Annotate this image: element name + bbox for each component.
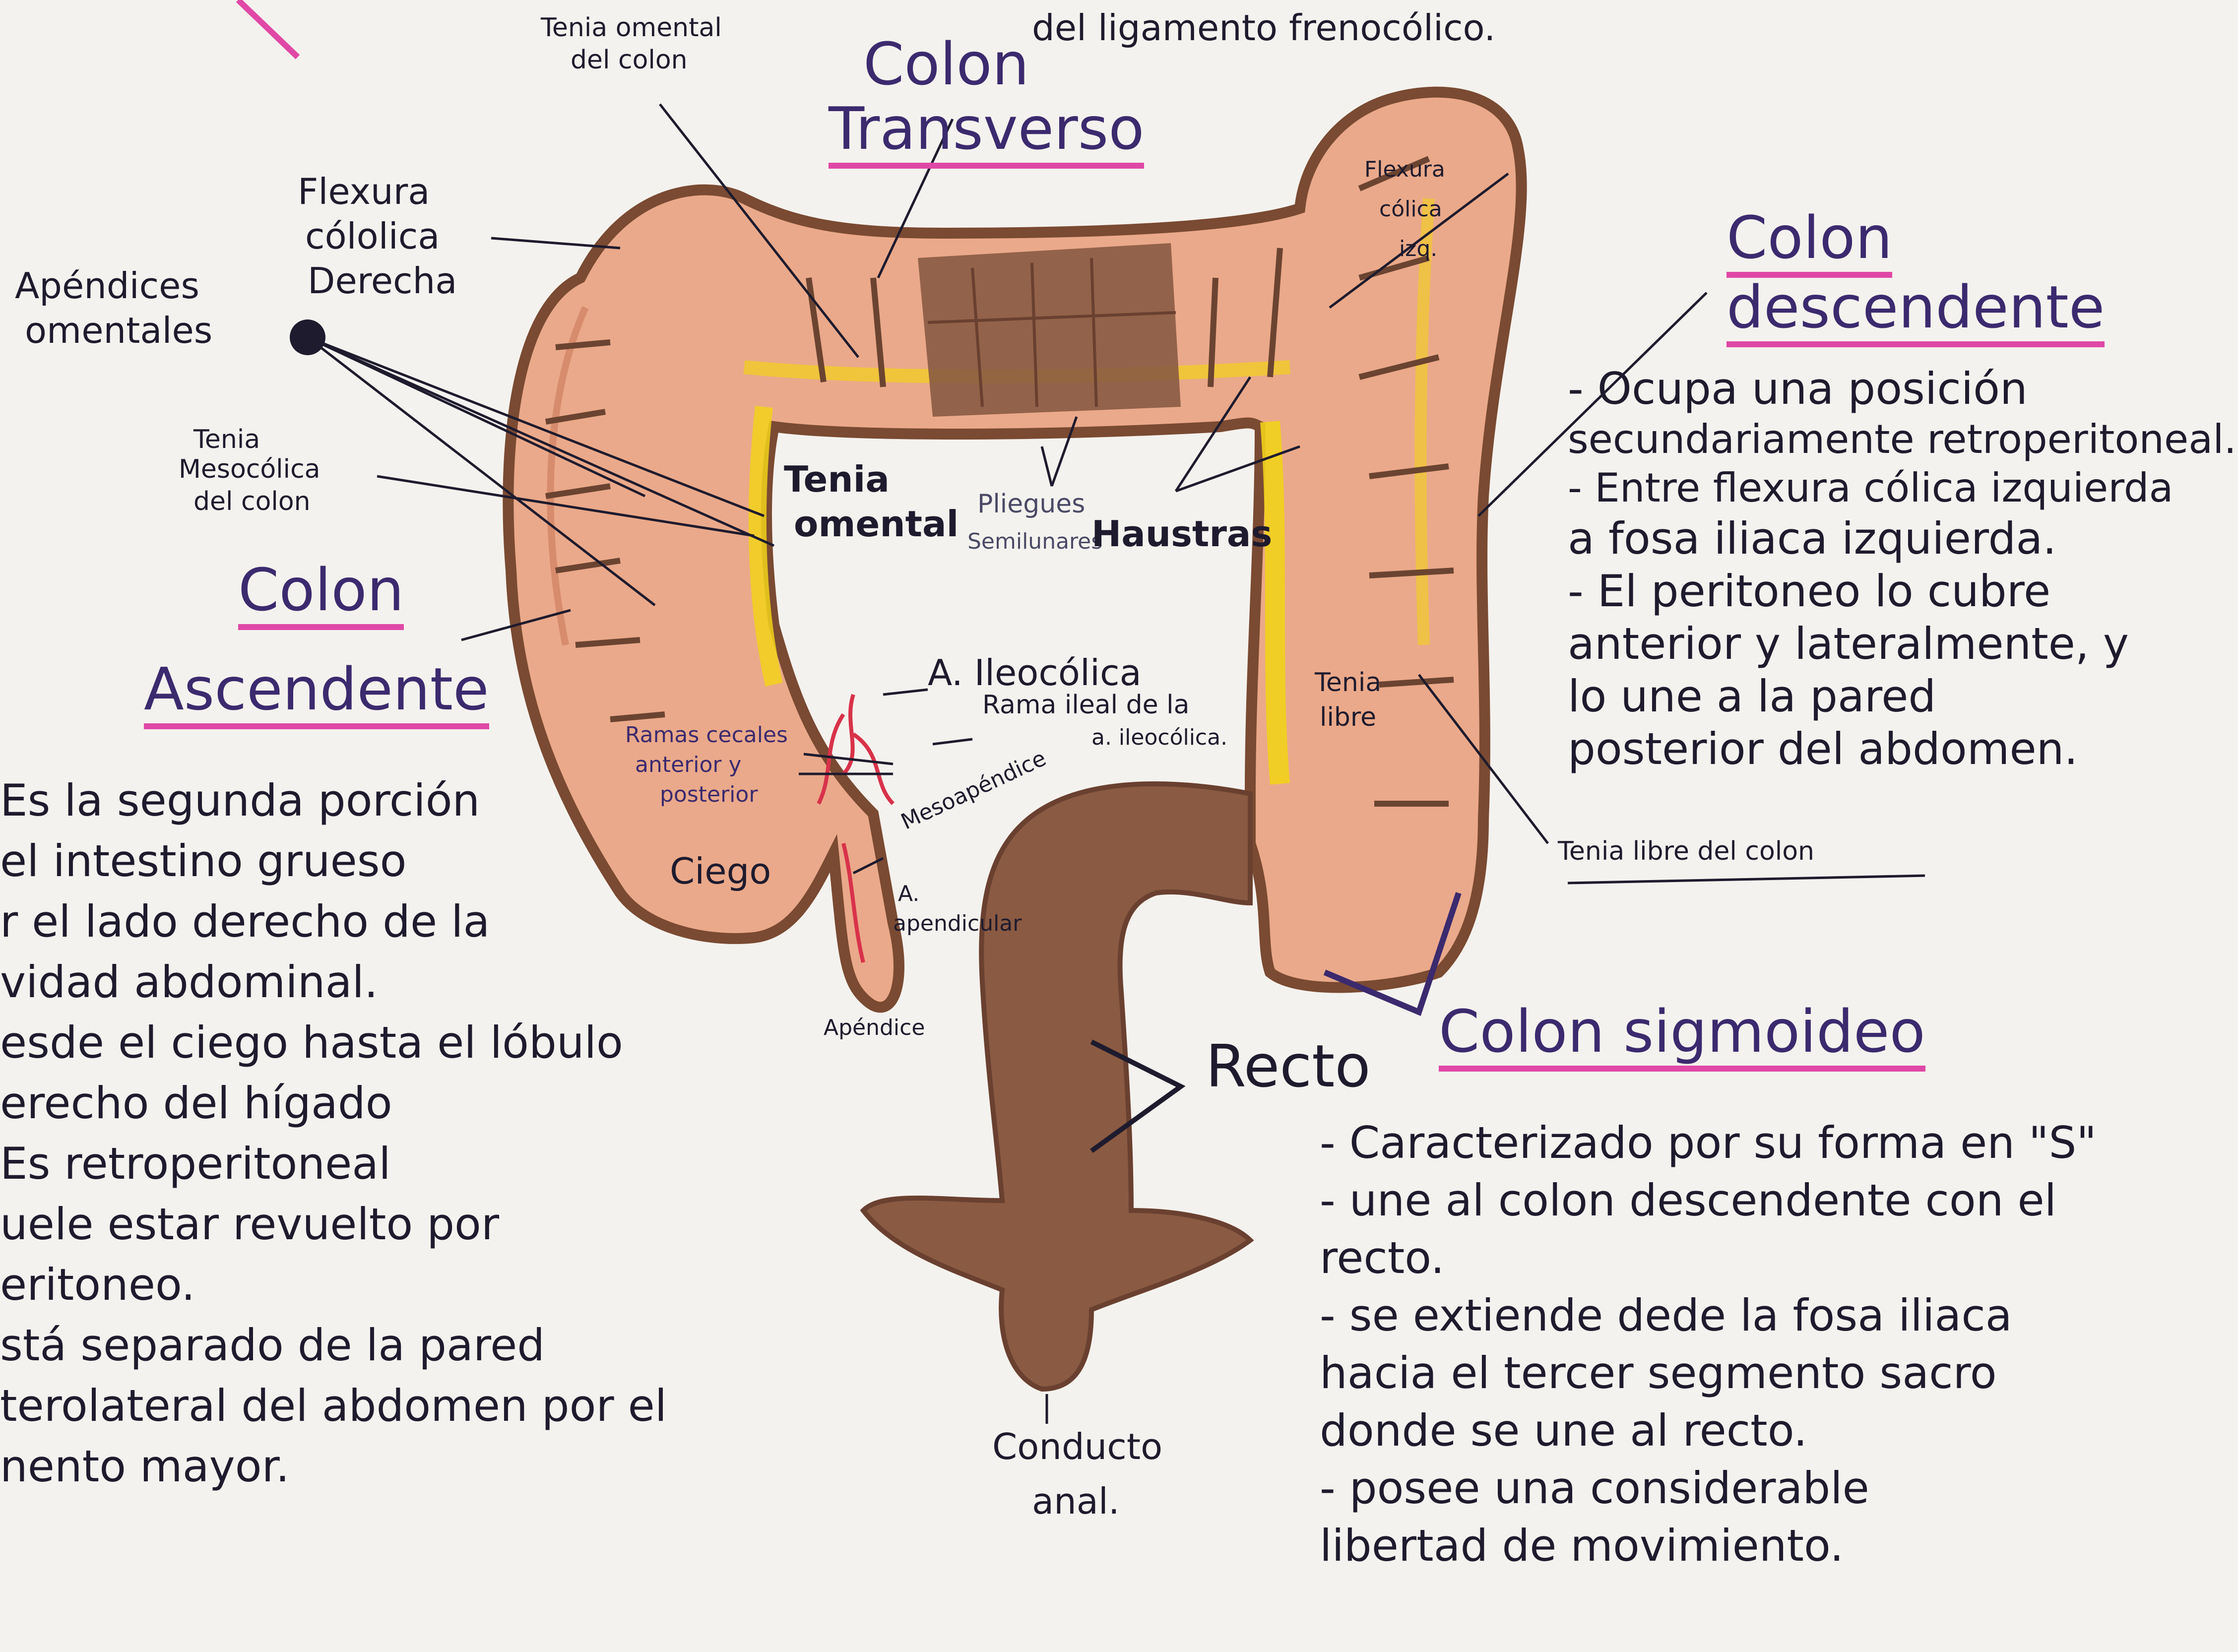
note-line: stá separado de la pared — [0, 1324, 667, 1367]
label-ramas-cecales-1: Ramas cecales — [625, 724, 788, 746]
note-line: esde el ciego hasta el lóbulo — [0, 1021, 667, 1065]
note-line: r el lado derecho de la — [0, 900, 667, 944]
note-line: el intestino grueso — [0, 839, 667, 883]
notes-descendente: - Ocupa una posición secundariamente ret… — [1568, 367, 2237, 780]
note-line: - Ocupa una posición — [1568, 367, 2237, 411]
label-ramas-cecales-3: posterior — [660, 784, 758, 806]
label-pliegues-2: Semilunares — [967, 531, 1102, 553]
label-flexura-izq-2: cólica — [1379, 198, 1442, 220]
note-line: libertad de movimiento. — [1320, 1524, 2097, 1568]
title-colon-sigmoideo: Colon sigmoideo — [1439, 1002, 1925, 1072]
note-line: secundariamente retroperitoneal. — [1568, 420, 2237, 459]
label-a-apendicular-1: A. — [898, 883, 919, 905]
label-tenia-libre-colon: Tenia libre del colon — [1558, 838, 1814, 864]
title-colon-transverso-2: Transverso — [829, 99, 1144, 169]
label-rama-ileal-1: Rama ileal de la — [982, 692, 1189, 718]
label-flexura-izq-3: izq. — [1399, 238, 1437, 260]
label-conducto-anal-1: Conducto — [992, 1429, 1162, 1464]
label-tenia-mesocolica-2: Mesocólica — [179, 456, 320, 482]
note-line: donde se une al recto. — [1320, 1409, 2097, 1453]
label-recto: Recto — [1206, 1037, 1371, 1095]
label-ramas-cecales-2: anterior y — [635, 754, 742, 776]
label-tenia-mesocolica-1: Tenia — [193, 427, 260, 452]
label-ciego: Ciego — [670, 853, 771, 889]
label-a-ileocolica: A. Ileocólica — [928, 655, 1142, 691]
label-rama-ileal-2: a. ileocólica. — [1091, 727, 1227, 749]
note-line: - El peritoneo lo cubre — [1568, 570, 2237, 613]
note-line: vidad abdominal. — [0, 960, 667, 1004]
label-apendice: Apéndice — [824, 1017, 925, 1039]
label-apendices-2: omentales — [25, 313, 212, 348]
note-line: posterior del abdomen. — [1568, 727, 2237, 771]
note-line: - Caracterizado por su forma en "S" — [1320, 1121, 2097, 1165]
title-colon-ascendente-1: Colon — [238, 561, 404, 630]
pink-mark — [238, 0, 298, 57]
note-line: uele estar revuelto por — [0, 1203, 667, 1246]
notes-ascendente: Es la segunda porción el intestino grues… — [0, 779, 667, 1505]
label-flexura-izq-1: Flexura — [1364, 159, 1445, 181]
title-colon-transverso-1: Colon — [863, 35, 1029, 93]
transverse-patch — [918, 243, 1181, 417]
note-line: terolateral del abdomen por el — [0, 1384, 667, 1428]
label-conducto-anal-2: anal. — [1032, 1483, 1120, 1519]
title-colon-descendente-1: Colon — [1726, 208, 1892, 278]
label-tenia-omental-colon-1: Tenia omental — [541, 15, 722, 41]
label-flexura-derecha-1: Flexura — [298, 174, 430, 209]
note-line: Es retroperitoneal — [0, 1142, 667, 1186]
label-haustras: Haustras — [1091, 516, 1272, 552]
label-tenia-omental-1: Tenia — [784, 461, 890, 497]
rectum — [863, 784, 1250, 1389]
label-a-apendicular-2: apendicular — [893, 913, 1022, 935]
tenia-yellow-descending — [1270, 422, 1280, 784]
label-flexura-derecha-3: Derecha — [308, 263, 457, 299]
note-line: - se extiende dede la fosa iliaca — [1320, 1294, 2097, 1337]
note-line: eritoneo. — [0, 1263, 667, 1307]
note-line: - posee una considerable — [1320, 1466, 2097, 1510]
note-line: recto. — [1320, 1236, 2097, 1280]
note-line: Es la segunda porción — [0, 779, 667, 823]
note-line: - une al colon descendente con el — [1320, 1179, 2097, 1222]
note-line: a fosa iliaca izquierda. — [1568, 517, 2237, 561]
label-pliegues-1: Pliegues — [977, 491, 1085, 517]
title-colon-descendente-2: descendente — [1726, 278, 2105, 347]
title-colon-ascendente-2: Ascendente — [144, 660, 489, 729]
label-tenia-omental-colon-2: del colon — [571, 47, 688, 73]
note-line: - Entre flexura cólica izquierda — [1568, 468, 2237, 508]
label-tenia-libre-2: libre — [1320, 704, 1376, 730]
apendices-dot — [290, 319, 325, 355]
label-apendices-1: Apéndices — [15, 268, 199, 304]
label-tenia-omental-2: omental — [794, 506, 959, 542]
label-tenia-libre-1: Tenia — [1315, 670, 1381, 696]
label-flexura-derecha-2: cólolica — [305, 218, 440, 254]
note-line: erecho del hígado — [0, 1081, 667, 1125]
note-line: anterior y lateralmente, y — [1568, 622, 2237, 666]
notes-sigmoideo: - Caracterizado por su forma en "S" - un… — [1320, 1121, 2097, 1582]
note-line: nento mayor. — [0, 1445, 667, 1488]
note-line: lo une a la pared — [1568, 675, 2237, 718]
label-tenia-mesocolica-3: del colon — [193, 489, 311, 514]
tenia-libre-underline — [1568, 876, 1925, 883]
top-fragment: del ligamento frenocólico. — [1032, 10, 1495, 46]
note-line: hacia el tercer segmento sacro — [1320, 1351, 2097, 1395]
